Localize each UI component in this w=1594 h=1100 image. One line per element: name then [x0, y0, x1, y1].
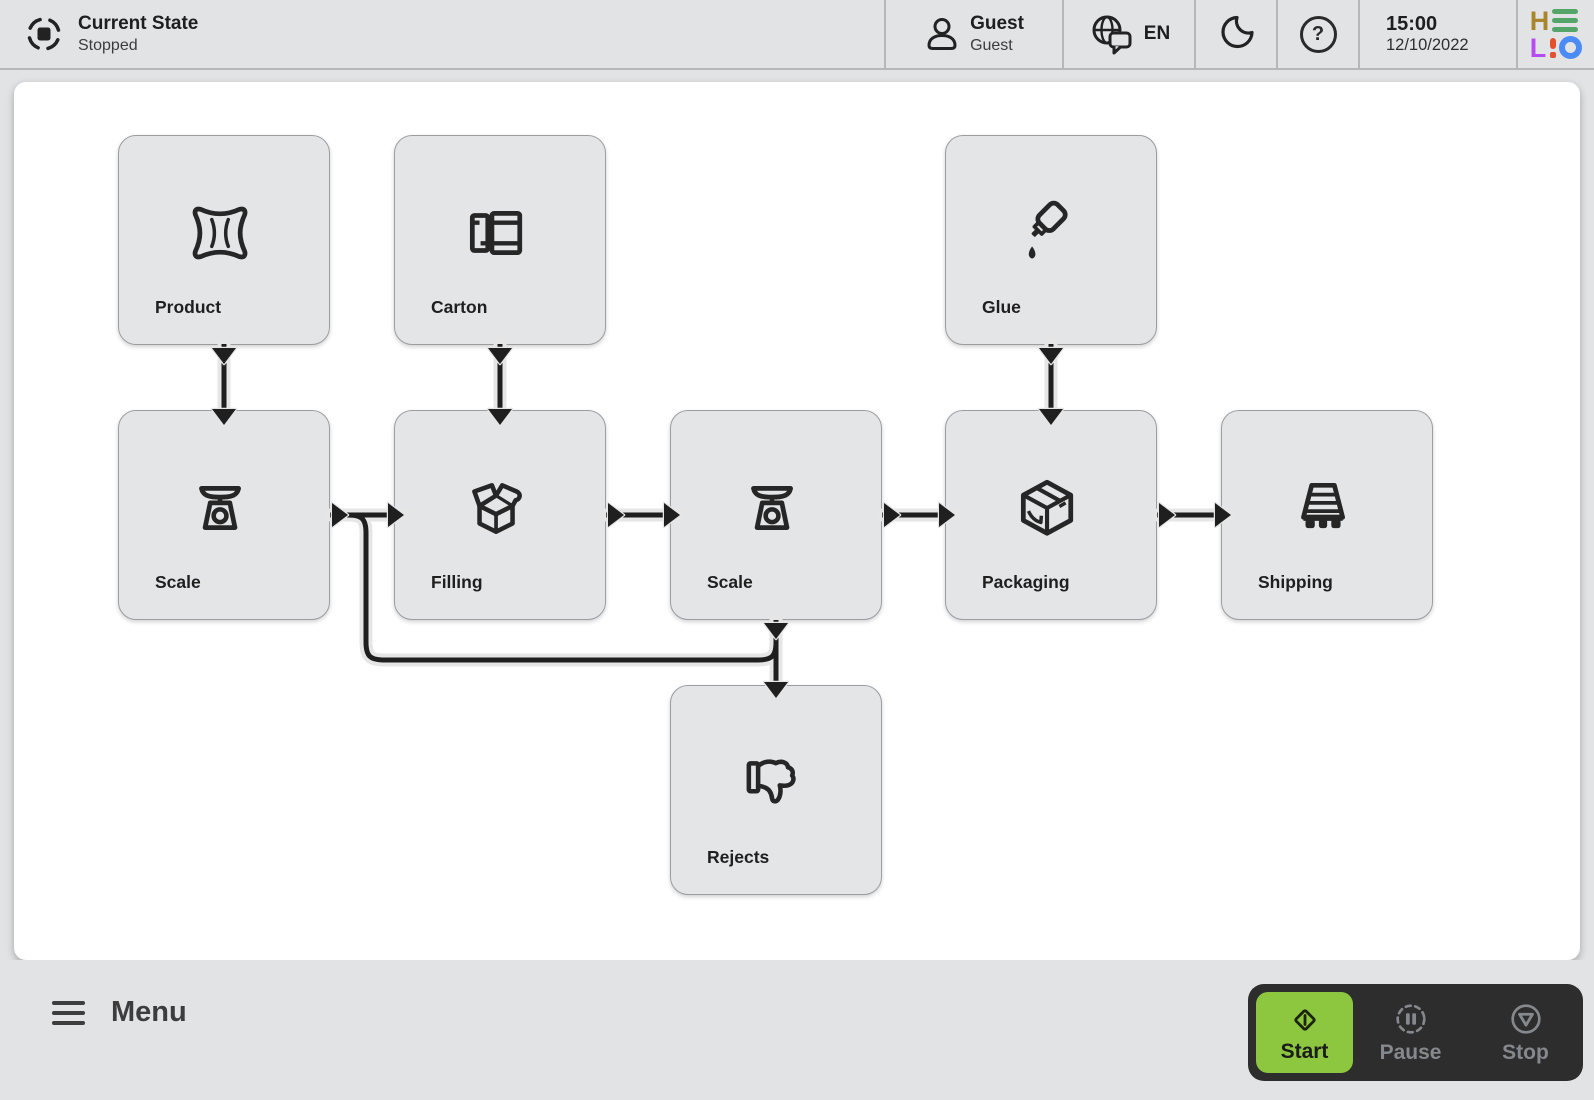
logo-letter-i — [1549, 37, 1556, 58]
open-box-icon — [472, 483, 522, 534]
logo-letter-o — [1559, 36, 1583, 59]
thumbs-down-icon — [746, 759, 796, 804]
scale-icon — [199, 486, 241, 530]
top-bar: Current State Stopped Guest Guest EN ? — [0, 0, 1594, 70]
language-selector[interactable]: EN — [1062, 0, 1194, 69]
node-label: Rejects — [707, 847, 770, 867]
bottom-bar: Menu Start Pause Stop — [0, 960, 1594, 1100]
clock: 15:00 12/10/2022 — [1358, 0, 1516, 69]
flow-node-rejects[interactable]: Rejects — [670, 685, 882, 895]
theme-toggle-button[interactable] — [1194, 0, 1276, 69]
time-value: 15:00 — [1386, 13, 1438, 36]
pause-button[interactable]: Pause — [1353, 992, 1468, 1073]
stop-circle-icon — [1510, 1004, 1541, 1034]
status-value: Stopped — [78, 36, 138, 54]
person-icon — [927, 18, 957, 50]
menu-label: Menu — [111, 996, 187, 1028]
stopped-state-icon — [27, 17, 61, 51]
user-name: Guest — [970, 13, 1024, 35]
question-circle-icon: ? — [1299, 15, 1337, 53]
flow-node-shipping[interactable]: Shipping — [1221, 410, 1433, 620]
globe-chat-icon — [1092, 15, 1132, 55]
flow-node-scale-2[interactable]: Scale — [670, 410, 882, 620]
user-role: Guest — [970, 36, 1013, 54]
language-code: EN — [1143, 23, 1171, 44]
node-label: Packaging — [982, 572, 1070, 592]
logo-letter-e — [1552, 9, 1579, 32]
flow-node-filling[interactable]: Filling — [394, 410, 606, 620]
node-label: Scale — [707, 572, 753, 592]
node-label: Scale — [155, 572, 201, 592]
glue-bottle-icon — [1028, 200, 1068, 259]
machine-control-panel: Start Pause Stop — [1248, 984, 1583, 1081]
node-label: Product — [155, 297, 222, 317]
flow-node-scale-1[interactable]: Scale — [118, 410, 330, 620]
start-label: Start — [1280, 1039, 1329, 1063]
closed-box-icon — [1020, 479, 1074, 536]
flow-node-product[interactable]: Product — [118, 135, 330, 345]
node-label: Shipping — [1258, 572, 1333, 592]
pause-circle-icon — [1395, 1004, 1426, 1034]
flow-canvas: Product Carton Glue — [14, 82, 1580, 960]
user-menu-button[interactable]: Guest Guest — [884, 0, 1062, 69]
start-button[interactable]: Start — [1256, 992, 1353, 1073]
helio-logo: H L — [1516, 0, 1594, 69]
node-label: Glue — [982, 297, 1021, 317]
help-button[interactable]: ? — [1276, 0, 1358, 69]
flow-node-packaging[interactable]: Packaging — [945, 410, 1157, 620]
node-label: Carton — [431, 297, 488, 317]
logo-letter-l: L — [1529, 32, 1547, 63]
flat-carton-icon — [469, 211, 523, 255]
moon-icon — [1221, 15, 1254, 49]
node-label: Filling — [431, 572, 483, 592]
flow-node-glue[interactable]: Glue — [945, 135, 1157, 345]
bag-icon — [192, 206, 248, 260]
pallet-icon — [1301, 482, 1346, 529]
stop-button[interactable]: Stop — [1468, 992, 1583, 1073]
date-value: 12/10/2022 — [1386, 36, 1469, 55]
status-title: Current State — [78, 13, 199, 35]
start-diamond-icon — [1293, 1008, 1316, 1031]
scale-icon — [751, 486, 793, 530]
logo-letter-h: H — [1529, 5, 1550, 36]
machine-status: Current State Stopped — [0, 12, 198, 56]
pause-label: Pause — [1379, 1041, 1442, 1064]
menu-button[interactable]: Menu — [52, 996, 187, 1029]
flow-node-carton[interactable]: Carton — [394, 135, 606, 345]
logo-letters: H L — [1529, 5, 1583, 63]
stop-label: Stop — [1502, 1041, 1549, 1064]
hamburger-icon — [52, 1000, 85, 1025]
